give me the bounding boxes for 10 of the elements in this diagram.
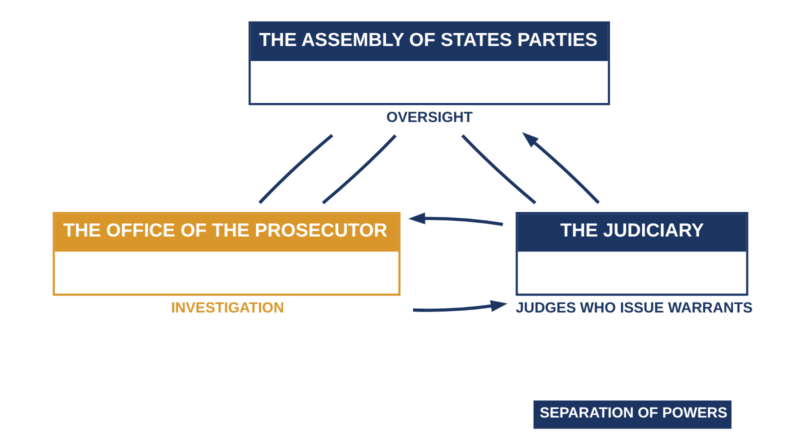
arrow — [408, 212, 503, 226]
node-label: INVESTIGATION — [170, 300, 284, 317]
node-label: OVERSIGHT — [386, 110, 472, 126]
arrow — [522, 132, 600, 204]
node-label: JUDGES WHO ISSUE WARRANTS — [515, 300, 752, 317]
connector — [258, 134, 333, 204]
connector — [321, 134, 396, 204]
arrow — [412, 300, 508, 312]
label: SEPARATION OF POWERS — [539, 405, 727, 422]
connector — [460, 134, 536, 204]
